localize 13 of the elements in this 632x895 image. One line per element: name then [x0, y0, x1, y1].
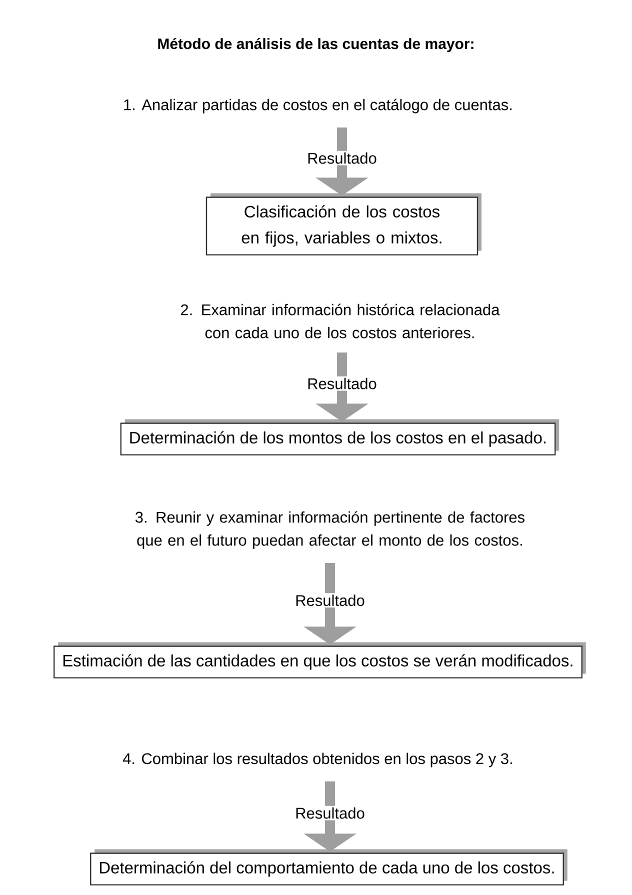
step-text: 2. Examinar información histórica relacionada con cada uno de los costos anteriores.	[180, 304, 500, 338]
step-text: 1. Analizar partidas de costos en el catálogo de cuentas.	[124, 98, 512, 114]
step-text: 3. Reunir y examinar información pertinente de factores que en el futuro puedan afectar el monto de los costos.	[135, 511, 524, 549]
result-box: Determinación de los montos de los costos en el pasado.	[120, 419, 560, 456]
result-box: Determinación del comportamiento de cada uno de los costos.	[90, 849, 568, 886]
edge-label: Resultado	[296, 594, 364, 606]
step-text: 4. Combinar los resultados obtenidos en los pasos 2 y 3.	[122, 752, 512, 768]
title: Método de análisis de las cuentas de mayor:	[158, 38, 474, 52]
edge-label: Resultado	[308, 152, 376, 164]
result-box: Estimación de las cantidades en que los costos se verán modificados.	[54, 642, 586, 678]
edge-label: Resultado	[308, 378, 376, 390]
edge-label: Resultado	[296, 807, 364, 819]
result-box: Clasificación de los costos en fijos, variables o mixtos.	[206, 193, 482, 256]
